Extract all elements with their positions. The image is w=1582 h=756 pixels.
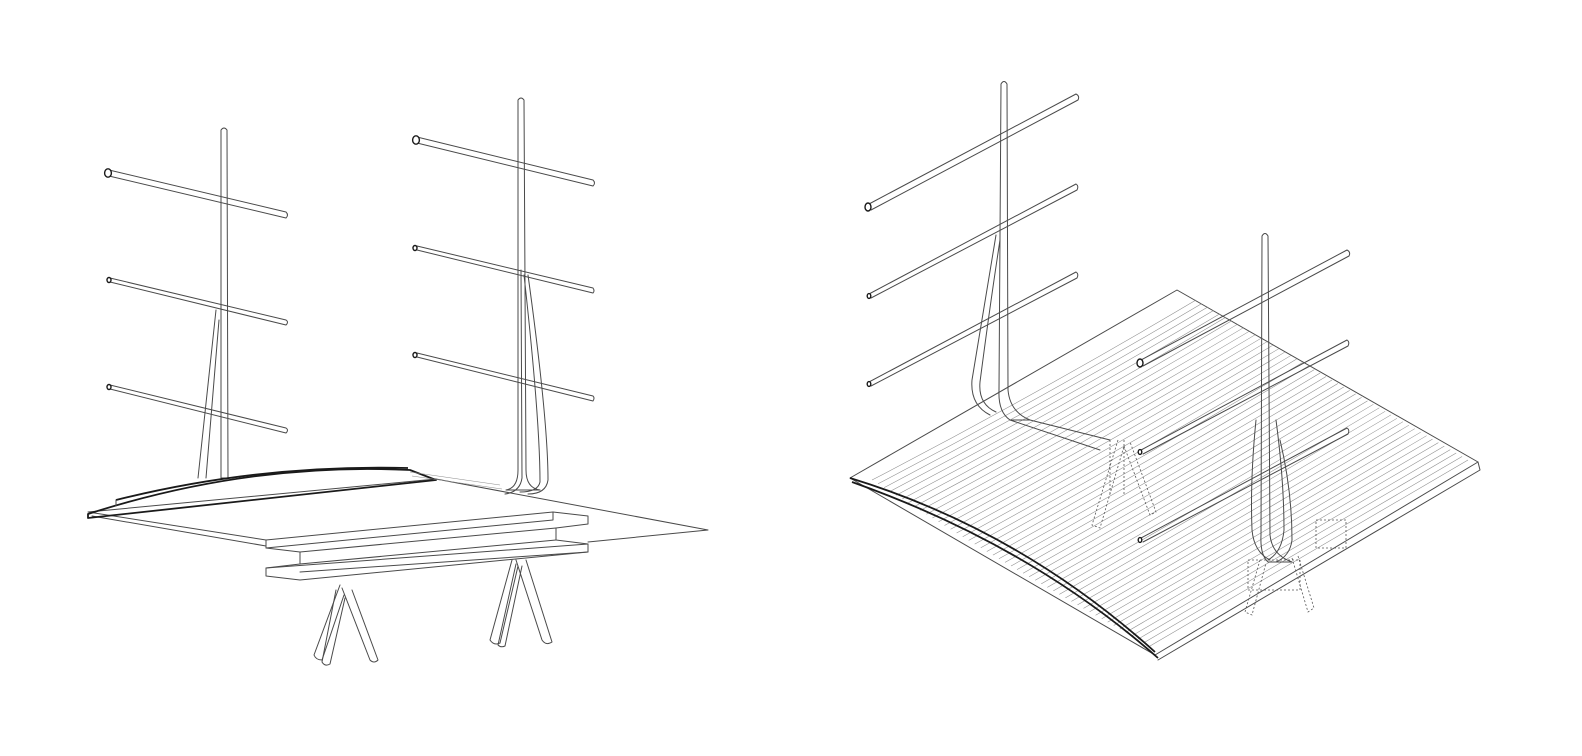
rod-end-ring: [866, 380, 872, 388]
rod-end-ring: [106, 276, 112, 284]
slat-line: [896, 313, 1220, 496]
slat-line: [1004, 376, 1327, 563]
right-mast-c: [971, 81, 1111, 451]
slat-line: [914, 324, 1238, 507]
slat-line: [1059, 407, 1380, 595]
left-platform-plane: [87, 478, 709, 547]
slat-line: [998, 372, 1321, 560]
right-rods-c: [864, 93, 1080, 388]
slat-line: [1137, 452, 1457, 640]
right-rods-d: [1136, 249, 1351, 544]
slat-line: [1107, 435, 1427, 623]
left-i-beam: [265, 511, 589, 581]
rod-end-ring: [1136, 358, 1144, 368]
slat-line: [1047, 400, 1368, 588]
slat-line: [1071, 414, 1392, 602]
slat-line: [871, 299, 1197, 481]
slat-line: [992, 369, 1315, 556]
left-curved-board: [87, 466, 503, 519]
slat-line: [920, 327, 1244, 511]
rod-end-ring: [864, 202, 872, 212]
slat-line: [944, 341, 1268, 526]
rod-end-ring: [412, 351, 418, 359]
left-legs: [313, 559, 553, 666]
right-curved-edge: [849, 477, 1159, 659]
slat-line: [902, 317, 1226, 500]
rod-end-ring: [103, 168, 113, 178]
slat-line: [1089, 424, 1410, 613]
right-base-plane: [849, 289, 1481, 661]
right-hidden-legs: [1091, 439, 1347, 616]
slat-line: [1119, 442, 1439, 630]
slat-line: [1035, 393, 1356, 581]
slat-line: [1125, 445, 1445, 633]
left-mast-b: [504, 97, 549, 495]
slat-line: [926, 331, 1250, 515]
slat-line: [986, 365, 1309, 552]
slat-line: [1143, 456, 1463, 643]
slat-line: [908, 320, 1232, 504]
slat-line: [1083, 421, 1404, 609]
right-slatted-surface: [871, 299, 1469, 647]
left-mast-a: [197, 127, 229, 479]
slat-line: [1077, 418, 1398, 606]
slat-line: [1053, 404, 1374, 592]
rod-end-ring: [866, 292, 872, 300]
slat-line: [889, 310, 1214, 492]
slat-line: [1149, 459, 1469, 647]
slat-line: [1095, 428, 1415, 616]
slat-line: [980, 362, 1303, 549]
left-rods-a: [103, 168, 288, 434]
rod-end-ring: [411, 135, 421, 145]
slat-line: [1028, 390, 1350, 578]
slat-line: [956, 348, 1279, 534]
slat-line: [938, 338, 1262, 522]
left-panel-drawing: [87, 97, 709, 666]
slat-line: [877, 303, 1203, 485]
rod-end-ring: [1137, 448, 1143, 456]
rod-end-ring: [1137, 536, 1143, 544]
slat-line: [962, 351, 1285, 537]
rod-end-ring: [412, 244, 418, 252]
slat-line: [1016, 383, 1339, 570]
right-panel-drawing: [849, 81, 1481, 661]
right-mast-d: [1251, 233, 1293, 563]
rod-end-ring: [106, 383, 112, 391]
slat-line: [950, 344, 1274, 530]
slat-line: [1010, 379, 1333, 567]
slat-line: [932, 334, 1256, 519]
slat-line: [1041, 397, 1362, 585]
slat-line: [883, 306, 1208, 488]
slat-line: [968, 355, 1291, 541]
left-rods-b: [411, 135, 595, 402]
slat-line: [974, 358, 1297, 545]
slat-line: [1022, 386, 1344, 574]
